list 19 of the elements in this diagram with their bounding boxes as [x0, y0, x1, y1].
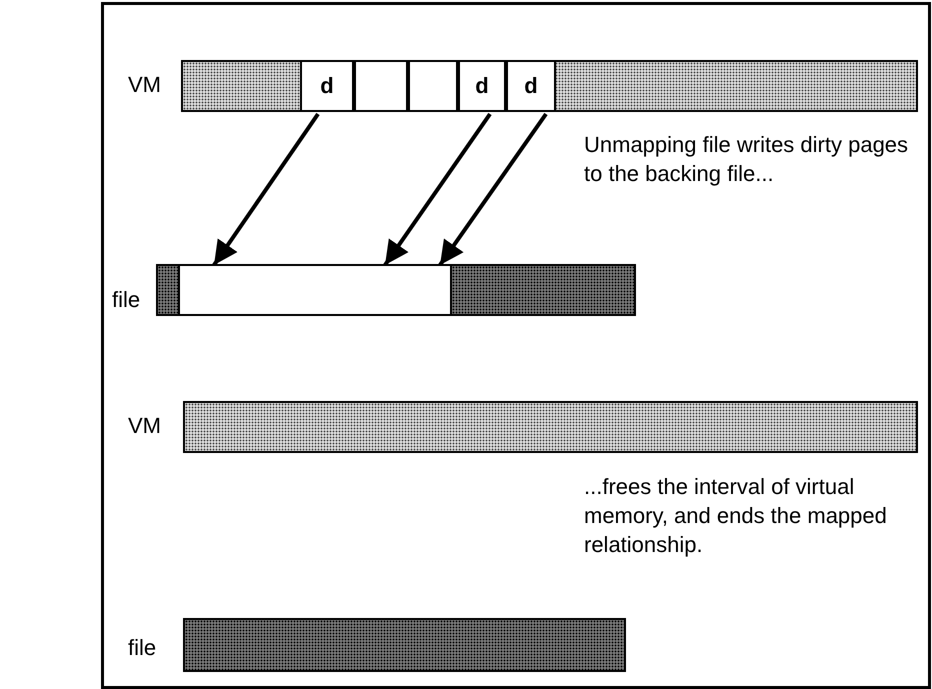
arrow [438, 112, 548, 266]
bar-label: VM [128, 72, 161, 98]
page-cell: d [506, 60, 556, 112]
file-bar [183, 618, 626, 672]
file-bar [156, 264, 636, 316]
page-cell [408, 60, 458, 112]
bar-label: VM [128, 413, 161, 439]
arrow [383, 112, 492, 266]
bar-label: file [112, 287, 140, 313]
bar-label: file [128, 635, 156, 661]
note-text: ...frees the interval of virtual memory, and ends the mapped relationship. [584, 473, 888, 559]
arrow [212, 112, 320, 266]
page-cell [354, 60, 408, 112]
page-cell: d [458, 60, 506, 112]
note-text: Unmapping file writes dirty pages to the backing file... [584, 131, 910, 188]
page-cell: d [300, 60, 354, 112]
mapped-region [178, 264, 452, 316]
memory-bar [183, 401, 918, 453]
memory-bar [181, 60, 918, 112]
